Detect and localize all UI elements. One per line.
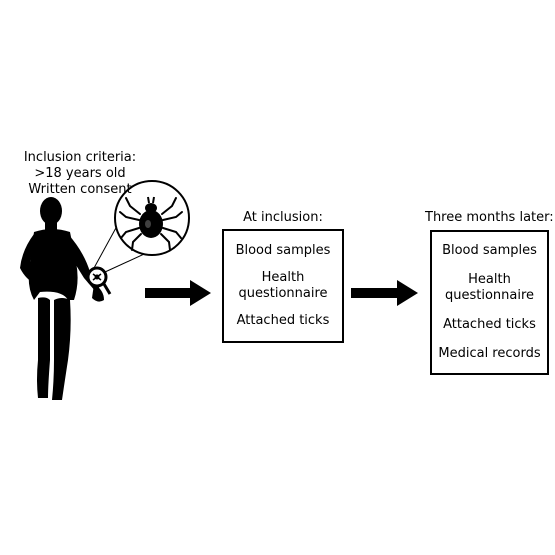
list-item: Attached ticks <box>236 313 330 329</box>
at-inclusion-title: At inclusion: <box>243 210 323 225</box>
list-item: Health questionnaire <box>238 269 328 301</box>
tick-icon <box>114 180 190 256</box>
list-item: Blood samples <box>235 242 331 258</box>
three-months-later-box: Blood samples Health questionnaire Attac… <box>430 230 549 375</box>
criteria-consent: Written consent <box>28 182 132 197</box>
list-item: Medical records <box>438 346 541 362</box>
list-item: Health questionnaire <box>444 271 535 303</box>
criteria-age: >18 years old <box>34 166 126 181</box>
list-item: Attached ticks <box>443 317 536 333</box>
right-arrow-icon <box>351 280 418 306</box>
at-inclusion-box: Blood samples Health questionnaire Attac… <box>222 229 344 343</box>
list-item: Blood samples <box>442 242 537 258</box>
criteria-heading: Inclusion criteria: <box>23 150 137 165</box>
inclusion-criteria-text: Inclusion criteria: >18 years old Writte… <box>0 150 160 198</box>
magnifier-icon <box>86 225 167 295</box>
right-arrow-icon <box>145 280 211 306</box>
person-silhouette-icon <box>20 197 104 400</box>
three-months-later-title: Three months later: <box>425 210 554 225</box>
